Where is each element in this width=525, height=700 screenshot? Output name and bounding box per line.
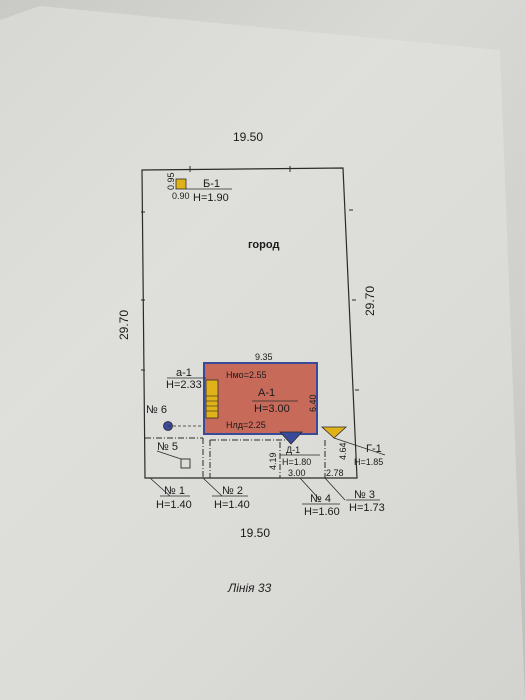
n5-label: № 5	[157, 441, 178, 453]
bottom-leaders	[149, 477, 380, 505]
g1-left-dim: 4.64	[338, 442, 348, 460]
garden-label: город	[248, 239, 279, 251]
porch-a1	[205, 379, 219, 419]
n2-height: H=1.40	[214, 499, 250, 511]
n6-label: № 6	[146, 404, 167, 416]
caption-line: Лінія 33	[227, 581, 272, 595]
g1-leader	[333, 437, 386, 456]
n3-label: № 3	[354, 489, 375, 501]
paper-sheet	[0, 6, 525, 700]
a1-code: А-1	[258, 387, 275, 399]
b1-side2-dim: 0.90	[172, 191, 190, 201]
dim-right: 29.70	[363, 286, 377, 316]
dim-bottom: 19.50	[240, 526, 270, 540]
porch-stairs	[206, 395, 218, 412]
b1-height: H=1.90	[193, 192, 229, 204]
a-small-height: H=2.33	[166, 379, 202, 391]
a1-hld: Нлд=2.25	[226, 420, 266, 430]
n3-height: H=1.73	[349, 502, 385, 514]
n1-height: H=1.40	[156, 499, 192, 511]
g1-height: H=1.85	[354, 457, 383, 467]
object-n5	[180, 458, 191, 469]
boundary-ticks	[141, 166, 359, 391]
d1-code: Д-1	[286, 445, 300, 455]
d1-height: H=1.80	[282, 457, 311, 467]
a1-right-dim: 6.40	[308, 394, 318, 412]
n1-label: № 1	[164, 485, 185, 497]
building-a1	[203, 362, 318, 435]
d1-left-dim: 4.19	[268, 452, 278, 470]
n4-height: H=1.60	[304, 506, 340, 518]
g1-bottom-dim: 2.78	[326, 468, 344, 478]
g1-code: Г-1	[366, 443, 382, 455]
a1-hmo: Нмо=2.55	[226, 370, 266, 380]
structure-d1	[279, 431, 303, 445]
inner-fences	[145, 437, 326, 478]
dim-left: 29.70	[117, 310, 131, 340]
a1-height: H=3.00	[254, 403, 290, 415]
b1-side-dim: 0.95	[166, 172, 176, 190]
structure-b1	[175, 178, 187, 190]
b1-code: Б-1	[203, 178, 220, 190]
d1-bottom-dim: 3.00	[288, 468, 306, 478]
structure-g1	[320, 426, 348, 439]
a1-top-dim: 9.35	[255, 352, 273, 362]
dim-top: 19.50	[233, 130, 263, 144]
lot-boundary	[141, 167, 358, 479]
n2-label: № 2	[222, 485, 243, 497]
n5-leader	[156, 450, 182, 460]
a-small-code: а-1	[176, 367, 192, 379]
n4-label: № 4	[310, 493, 331, 505]
